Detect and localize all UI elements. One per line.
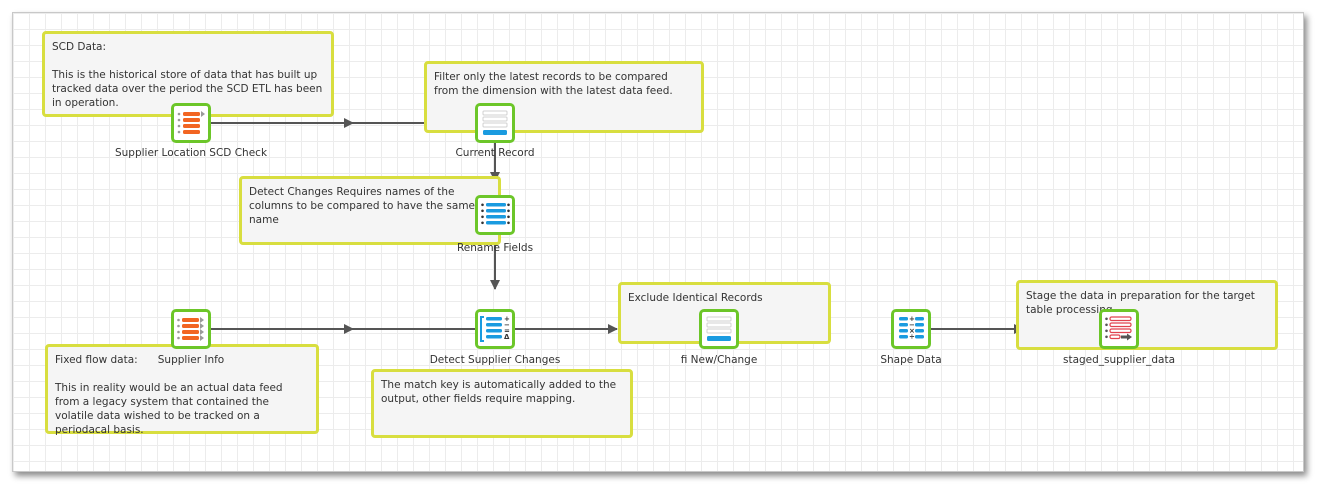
rename-fields-label: Rename Fields — [456, 242, 534, 254]
output-data-icon — [1105, 316, 1132, 341]
staged-supplier-data-tool[interactable] — [1099, 309, 1139, 349]
svg-text:×: × — [909, 327, 915, 335]
etl-canvas[interactable]: SCD Data: This is the historical store o… — [12, 12, 1304, 472]
shape-data-label: Shape Data — [880, 354, 942, 366]
select-icon — [481, 203, 510, 225]
fi-new-change-label: fi New/Change — [680, 354, 758, 366]
note-filter-latest[interactable]: Filter only the latest records to be com… — [424, 61, 704, 133]
current-record-label: Current Record — [455, 147, 535, 159]
formula-icon: +− ×÷ — [899, 315, 924, 341]
svg-text:÷: ÷ — [909, 333, 915, 341]
detect-supplier-changes-tool[interactable]: +− =Δ — [475, 309, 515, 349]
shape-data-tool[interactable]: +− ×÷ — [891, 309, 931, 349]
staged-supplier-data-label: staged_supplier_data — [1062, 354, 1176, 366]
fi-new-change-tool[interactable] — [699, 309, 739, 349]
note-fixed-flow[interactable]: Fixed flow data: This in reality would b… — [45, 344, 319, 436]
svg-text:−: − — [909, 321, 915, 329]
supplier-info-tool[interactable] — [171, 309, 211, 349]
svg-text:+: + — [504, 315, 510, 323]
note-match-key[interactable]: The match key is automatically added to … — [371, 369, 633, 438]
text-input-icon — [177, 317, 204, 341]
current-record-tool[interactable] — [475, 103, 515, 143]
detect-supplier-changes-label: Detect Supplier Changes — [429, 354, 561, 366]
input-data-icon — [177, 111, 205, 134]
svg-text:+: + — [909, 315, 915, 323]
filter-icon — [706, 316, 732, 341]
supplier-location-scd-check-label: Supplier Location SCD Check — [114, 147, 268, 159]
rename-fields-tool[interactable] — [475, 195, 515, 235]
note-detect-changes-names[interactable]: Detect Changes Requires names of the col… — [239, 176, 501, 245]
filter-icon — [482, 110, 508, 135]
svg-text:=: = — [504, 327, 510, 335]
note-stage-data[interactable]: Stage the data in preparation for the ta… — [1016, 280, 1278, 350]
detect-changes-icon: +− =Δ — [480, 315, 510, 342]
supplier-location-scd-check-tool[interactable] — [171, 103, 211, 143]
supplier-info-label: Supplier Info — [157, 354, 225, 366]
svg-text:−: − — [504, 321, 510, 329]
svg-text:Δ: Δ — [504, 333, 510, 341]
